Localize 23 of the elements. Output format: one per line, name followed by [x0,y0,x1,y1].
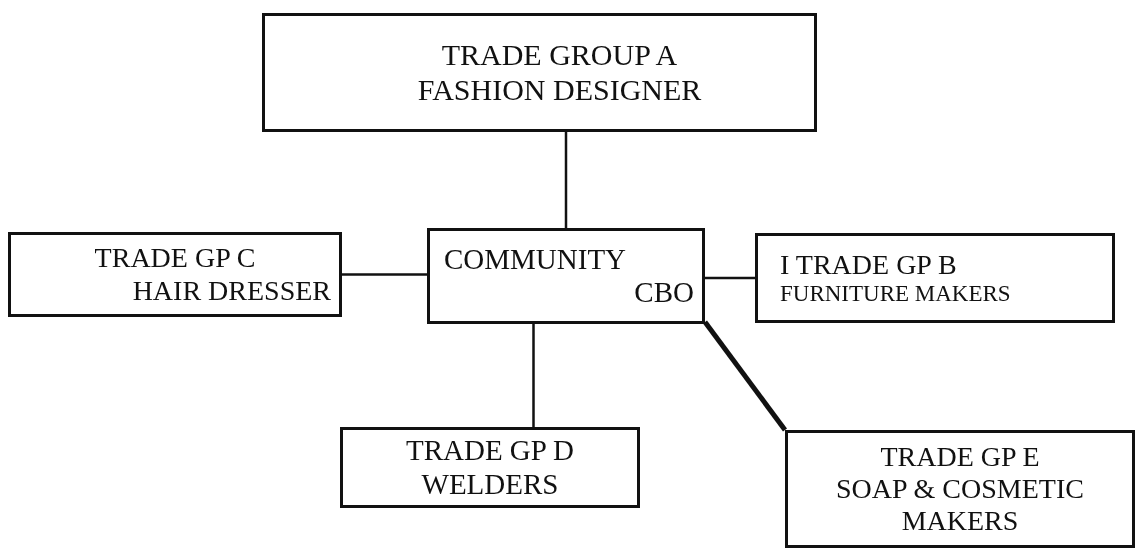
box-text: SOAP & COSMETIC MAKERS [835,472,1085,538]
box-text: HAIR DRESSER [131,274,331,307]
box-heading: TRADE GP C [93,242,257,275]
connector-line [703,320,787,432]
box-heading: I TRADE GP B [780,248,958,281]
box-text: WELDERS [420,467,560,501]
box-heading: TRADE GP E [879,440,1041,473]
connector-line [532,324,535,427]
trade-box [340,427,640,508]
trade-box [8,232,342,317]
box-heading: TRADE GP D [404,434,576,468]
trade-box [262,13,817,132]
box-text: FASHION DESIGNER [416,72,703,107]
trade-box [755,233,1115,323]
trade-box [785,430,1135,548]
connector-line [342,273,427,276]
box-text: CBO [633,276,694,310]
box-heading: COMMUNITY [444,242,628,276]
box-text: FURNITURE MAKERS [780,280,1012,308]
box-heading: TRADE GROUP A [440,38,679,73]
connector-line [564,132,568,228]
connector-line [705,276,755,280]
trade-box [427,228,705,324]
